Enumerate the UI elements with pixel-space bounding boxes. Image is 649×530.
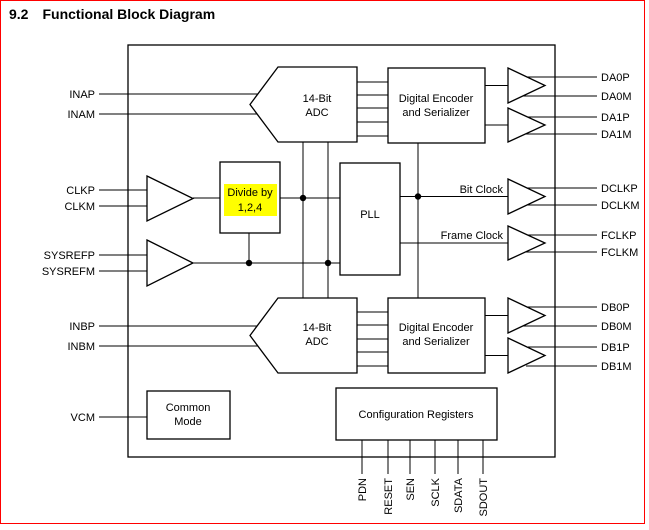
common-mode-box [146,390,231,440]
adc-b-block [249,297,358,374]
pin-label-sdout: SDOUT [478,478,490,517]
page-title: Functional Block Diagram [42,6,216,22]
bit-clock-label: Bit Clock [460,184,504,196]
encoder-a-box [387,67,486,144]
pin-label-vcm: VCM [71,412,95,424]
frame-clock-label: Frame Clock [441,230,504,242]
config-registers-box [335,387,498,441]
pin-label-sysrefm: SYSREFM [42,266,95,278]
encoder-b-box [387,297,486,374]
junction-dot-divider-sysref [245,259,253,267]
section-heading: 9.2 Functional Block Diagram [9,6,215,22]
pin-label-da1p: DA1P [601,112,630,124]
junction-dot-clock [299,194,307,202]
pin-label-db0p: DB0P [601,302,630,314]
clk-buffer-icon [146,174,195,223]
pin-label-inbm: INBM [68,341,96,353]
adc-a-block [249,66,358,143]
pin-label-reset: RESET [383,478,395,515]
pll-label: PLL [360,209,380,221]
adc-b-label-2: ADC [305,336,328,348]
pin-label-pdn: PDN [357,478,369,501]
encoder-b-label-2: and Serializer [402,336,470,348]
adc-a-label-1: 14-Bit [303,93,332,105]
pin-label-da0m: DA0M [601,91,632,103]
pin-label-sen: SEN [405,478,417,501]
pin-label-da1m: DA1M [601,129,632,141]
section-number: 9.2 [9,6,29,22]
encoder-b-label-1: Digital Encoder [399,322,474,334]
sysref-buffer-icon [146,238,195,288]
encoder-a-label-1: Digital Encoder [399,93,474,105]
pin-label-sclk: SCLK [430,477,442,506]
pin-label-clkp: CLKP [66,185,95,197]
pin-label-clkm: CLKM [64,201,95,213]
pin-label-fclkm: FCLKM [601,247,638,259]
pin-label-db1m: DB1M [601,361,632,373]
pin-label-sdata: SDATA [453,477,465,513]
pin-label-sysrefp: SYSREFP [44,250,95,262]
encoder-a-label-2: and Serializer [402,107,470,119]
junction-dot-sysref [324,259,332,267]
divider-highlight [224,184,277,216]
pin-label-inbp: INBP [69,321,95,333]
pin-label-inap: INAP [69,89,95,101]
adc-a-label-2: ADC [305,107,328,119]
pin-label-dclkm: DCLKM [601,200,640,212]
config-registers-label: Configuration Registers [359,409,474,421]
pin-label-da0p: DA0P [601,72,630,84]
pin-label-dclkp: DCLKP [601,183,638,195]
junction-dot-bitclock [414,193,422,200]
common-mode-label-1: Common [166,402,211,414]
divider-label-1: Divide by [227,187,273,199]
divider-label-2: 1,2,4 [238,202,262,214]
common-mode-label-2: Mode [174,416,202,428]
pin-label-fclkp: FCLKP [601,230,636,242]
pin-label-inam: INAM [68,109,96,121]
pll-box [339,162,401,276]
adc-b-label-1: 14-Bit [303,322,332,334]
pin-label-db0m: DB0M [601,321,632,333]
pin-label-db1p: DB1P [601,342,630,354]
